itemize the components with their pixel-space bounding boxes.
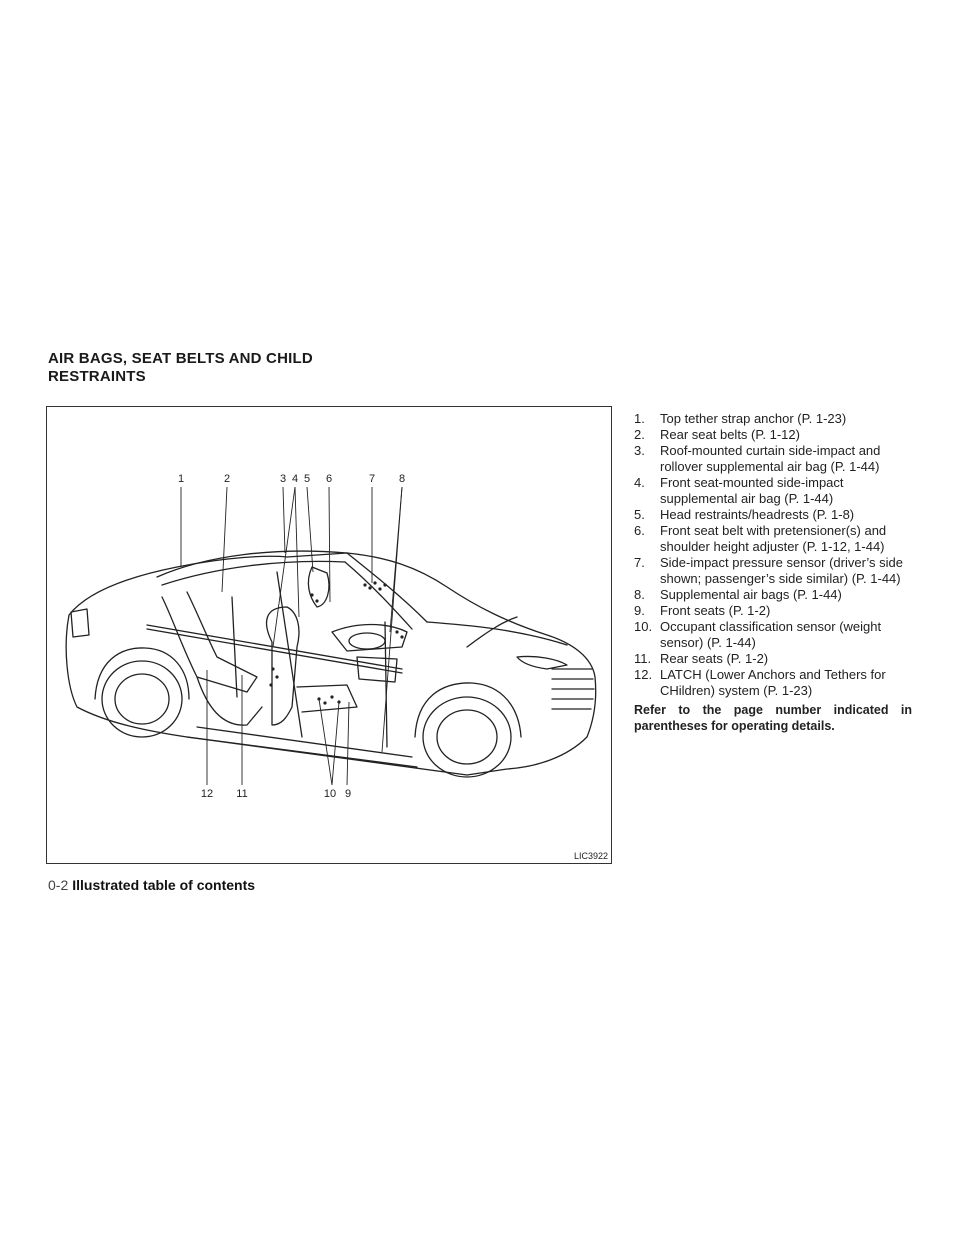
legend: 1.Top tether strap anchor (P. 1-23) 2.Re… — [634, 411, 912, 734]
section-title-line-1: AIR BAGS, SEAT BELTS AND CHILD — [48, 350, 313, 367]
callout-3: 3 — [279, 473, 287, 485]
legend-item: 7.Side-impact pressure sensor (driver’s … — [634, 555, 904, 586]
legend-item: 3.Roof-mounted curtain side-impact and r… — [634, 443, 881, 474]
legend-item: 12.LATCH (Lower Anchors and Tethers for … — [634, 667, 886, 698]
callout-1: 1 — [177, 473, 185, 485]
legend-note: Refer to the page number indicated in pa… — [634, 703, 912, 733]
figure-code: LIC3922 — [573, 851, 608, 861]
callout-2: 2 — [223, 473, 231, 485]
legend-item: 4.Front seat-mounted side-impact supplem… — [634, 475, 844, 506]
section-title: AIR BAGS, SEAT BELTS AND CHILD RESTRAINT… — [48, 350, 313, 386]
callout-4: 4 — [291, 473, 299, 485]
callout-5: 5 — [303, 473, 311, 485]
callout-12: 12 — [200, 788, 214, 800]
callout-6: 6 — [325, 473, 333, 485]
car-cutaway-drawing — [65, 486, 597, 786]
callout-9: 9 — [344, 788, 352, 800]
section-title-line-2: RESTRAINTS — [48, 368, 146, 385]
callout-8: 8 — [398, 473, 406, 485]
legend-item: 8.Supplemental air bags (P. 1-44) — [634, 587, 842, 602]
legend-item: 6.Front seat belt with pretensioner(s) a… — [634, 523, 887, 554]
car-illustration-figure: 1 2 3 4 5 6 7 8 12 11 10 9 LIC3922 — [46, 406, 612, 864]
callout-7: 7 — [368, 473, 376, 485]
legend-item: 1.Top tether strap anchor (P. 1-23) — [634, 411, 847, 426]
legend-item: 10.Occupant classification sensor (weigh… — [634, 619, 882, 650]
legend-item: 9.Front seats (P. 1-2) — [634, 603, 771, 618]
callout-11: 11 — [236, 788, 248, 800]
legend-list: 1.Top tether strap anchor (P. 1-23) 2.Re… — [634, 411, 912, 699]
legend-item: 2.Rear seat belts (P. 1-12) — [634, 427, 800, 442]
legend-item: 11.Rear seats (P. 1-2) — [634, 651, 769, 666]
legend-item: 5.Head restraints/headrests (P. 1-8) — [634, 507, 855, 522]
callout-10: 10 — [323, 788, 337, 800]
footer-title: Illustrated table of contents — [72, 877, 256, 893]
page-number: 0-2 — [48, 877, 69, 893]
